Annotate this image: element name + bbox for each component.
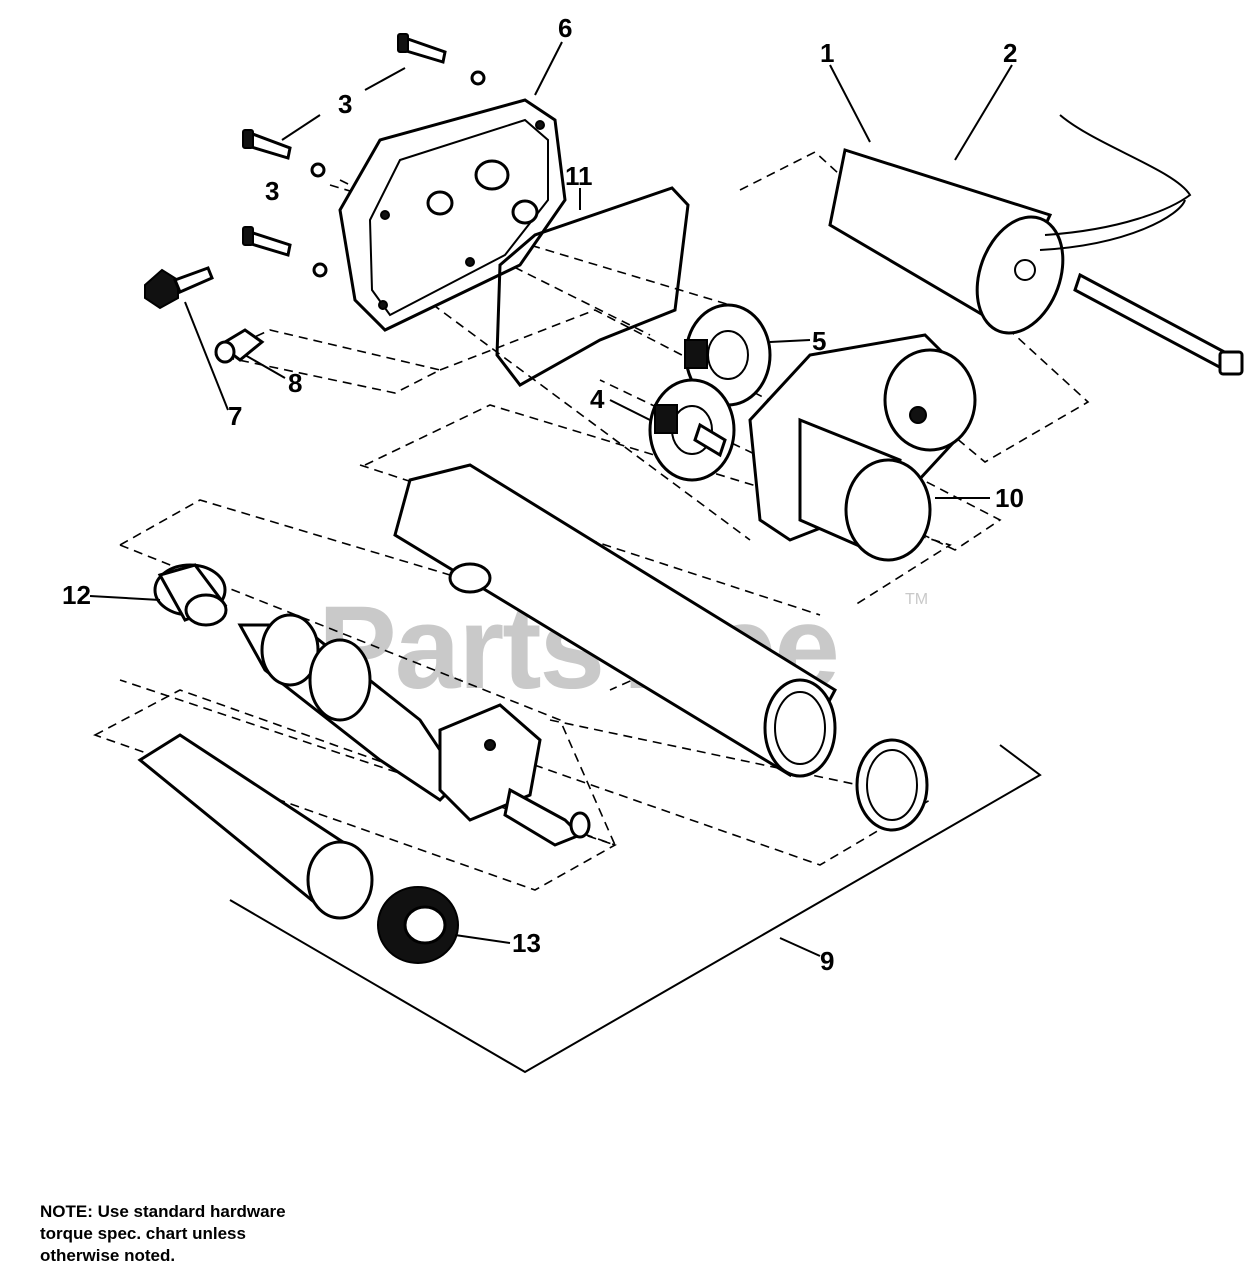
callout-13: 13: [512, 928, 541, 958]
note-line-1: NOTE: Use standard hardware: [40, 1202, 286, 1221]
spacer-part-8: [214, 328, 265, 364]
assembly-9-bracket: [229, 744, 1042, 1074]
watermark-tm: TM: [905, 591, 928, 608]
callout-4: 4: [590, 384, 605, 414]
torque-note: NOTE: Use standard hardware torque spec.…: [40, 1201, 360, 1267]
callout-11: 11: [565, 161, 593, 191]
gear-part-5: [684, 303, 772, 407]
cylinder-part-13: [137, 733, 459, 964]
motor-part-1-2: [828, 114, 1244, 376]
bolt-part-7: [144, 266, 214, 310]
callout-2: 2: [1003, 38, 1017, 68]
gasket-part-11: [495, 186, 690, 387]
callout-5: 5: [812, 326, 826, 356]
callout-9: 9: [820, 946, 834, 976]
note-line-3: otherwise noted.: [40, 1246, 176, 1265]
callout-1: 1: [820, 38, 834, 68]
callout-labels: 1 2 3 3 4 5 6 7 8 9 10 11 12 13: [62, 13, 1024, 976]
callout-8: 8: [288, 368, 302, 398]
leader-lines: [89, 41, 1013, 957]
gear-part-4: [648, 378, 736, 482]
callout-12: 12: [62, 580, 91, 610]
gear-cover-part-6: [338, 98, 567, 332]
callout-10: 10: [995, 483, 1024, 513]
note-line-2: torque spec. chart unless: [40, 1224, 246, 1243]
callout-6: 6: [558, 13, 572, 43]
screws-part-3: [242, 33, 486, 278]
callout-7: 7: [228, 401, 242, 431]
tube-assembly-part-9: [393, 463, 929, 832]
callout-3a: 3: [338, 89, 352, 119]
callout-3b: 3: [265, 176, 279, 206]
screw-shaft-assembly: [153, 563, 591, 847]
gear-housing-part-10: [748, 333, 977, 562]
